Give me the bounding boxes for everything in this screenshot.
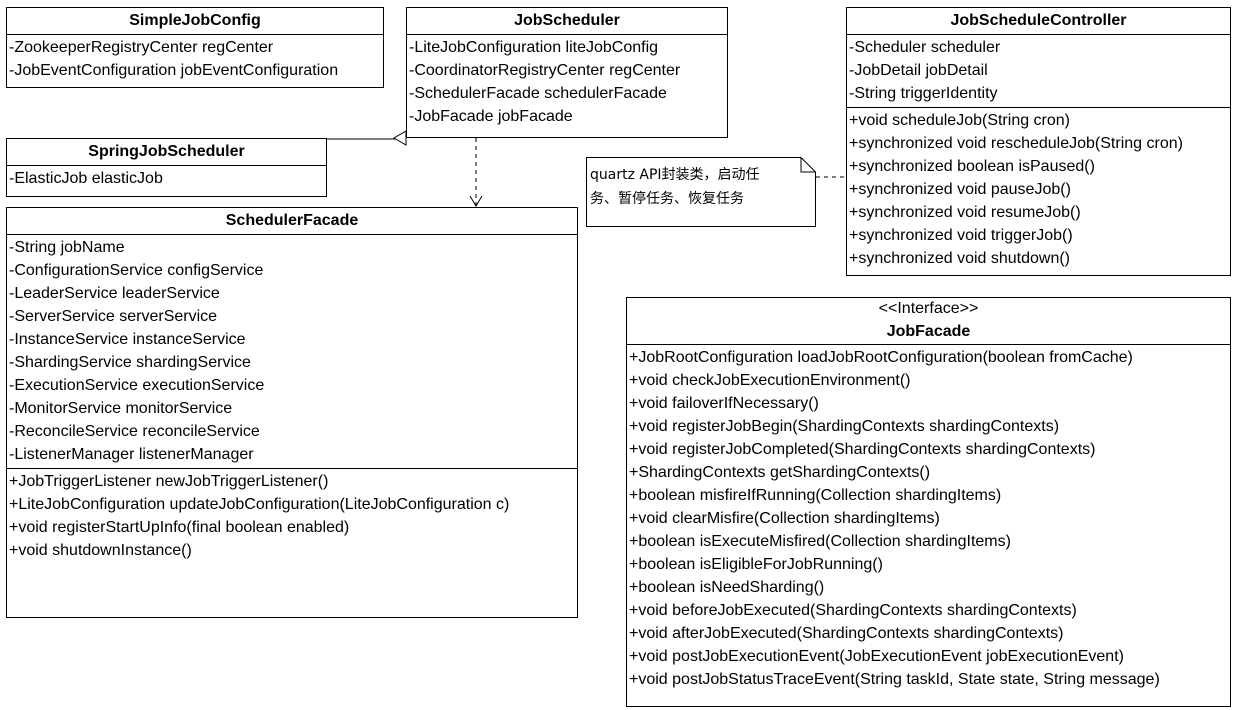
class-scheduler-facade[interactable]: SchedulerFacade -String jobName -Configu… (6, 207, 578, 618)
method: +boolean isEligibleForJobRunning() (629, 556, 883, 573)
method: +ShardingContexts getShardingContexts() (629, 464, 931, 481)
methods-section: +JobTriggerListener newJobTriggerListene… (7, 469, 577, 564)
method: +void registerStartUpInfo(final boolean … (9, 519, 350, 536)
attribute: -Scheduler scheduler (849, 39, 1001, 56)
attribute: -ConfigurationService configService (9, 262, 264, 279)
attribute: -ListenerManager listenerManager (9, 446, 254, 463)
attributes-section: -LiteJobConfiguration liteJobConfig -Coo… (407, 35, 727, 130)
class-title: JobScheduler (407, 8, 727, 35)
attribute: -JobFacade jobFacade (409, 108, 573, 125)
method: +void postJobExecutionEvent(JobExecution… (629, 648, 1124, 665)
attribute: -ShardingService shardingService (9, 354, 251, 371)
methods-section: +JobRootConfiguration loadJobRootConfigu… (627, 345, 1230, 693)
method: +void registerJobCompleted(ShardingConte… (629, 441, 1096, 458)
generalization-arrowhead (393, 130, 407, 146)
method: +synchronized boolean isPaused() (849, 158, 1095, 175)
attribute: -ExecutionService executionService (9, 377, 265, 394)
method: +LiteJobConfiguration updateJobConfigura… (9, 496, 510, 513)
attribute: -ZookeeperRegistryCenter regCenter (9, 39, 274, 56)
attribute: -ElasticJob elasticJob (9, 170, 163, 187)
method: +boolean isExecuteMisfired(Collection sh… (629, 533, 1011, 550)
methods-section: +void scheduleJob(String cron) +synchron… (847, 108, 1230, 272)
attribute: -String jobName (9, 239, 125, 256)
method: +void failoverIfNecessary() (629, 395, 819, 412)
note-shape (586, 157, 816, 227)
attribute: -JobDetail jobDetail (849, 62, 988, 79)
method: +JobTriggerListener newJobTriggerListene… (9, 473, 329, 490)
attribute: -JobEventConfiguration jobEventConfigura… (9, 62, 339, 79)
attributes-section: -ElasticJob elasticJob (7, 166, 326, 192)
attribute: -SchedulerFacade schedulerFacade (409, 85, 667, 102)
attributes-section: -ZookeeperRegistryCenter regCenter -JobE… (7, 35, 383, 84)
class-title: SimpleJobConfig (7, 8, 383, 35)
method: +boolean isNeedSharding() (629, 579, 825, 596)
method: +synchronized void triggerJob() (849, 227, 1073, 244)
class-title: JobScheduleController (847, 8, 1230, 35)
method: +synchronized void rescheduleJob(String … (849, 135, 1183, 152)
class-title: SpringJobScheduler (7, 139, 326, 166)
method: +void afterJobExecuted(ShardingContexts … (629, 625, 1064, 642)
class-job-schedule-controller[interactable]: JobScheduleController -Scheduler schedul… (846, 7, 1231, 276)
method: +synchronized void shutdown() (849, 250, 1071, 267)
stereotype-label: <<Interface>> (878, 300, 979, 317)
attribute: -MonitorService monitorService (9, 400, 233, 417)
attributes-section: -Scheduler scheduler -JobDetail jobDetai… (847, 35, 1230, 108)
method: +void checkJobExecutionEnvironment() (629, 372, 911, 389)
class-title: SchedulerFacade (7, 208, 577, 235)
method: +void clearMisfire(Collection shardingIt… (629, 510, 940, 527)
method: +boolean misfireIfRunning(Collection sha… (629, 487, 1002, 504)
class-spring-job-scheduler[interactable]: SpringJobScheduler -ElasticJob elasticJo… (6, 138, 327, 197)
note-text: quartz API封装类，启动任 务、暂停任务、恢复任务 (590, 163, 790, 211)
method: +synchronized void resumeJob() (849, 204, 1081, 221)
method: +void postJobStatusTraceEvent(String tas… (629, 671, 1160, 688)
class-title: JobFacade (627, 320, 1230, 345)
method: +void registerJobBegin(ShardingContexts … (629, 418, 1060, 435)
method: +JobRootConfiguration loadJobRootConfigu… (629, 349, 1133, 366)
note-line-1: quartz API封装类，启动任 (590, 167, 760, 183)
class-simple-job-config[interactable]: SimpleJobConfig -ZookeeperRegistryCenter… (6, 7, 384, 88)
attribute: -ReconcileService reconcileService (9, 423, 260, 440)
dependency-arrowhead (469, 195, 483, 207)
attribute: -CoordinatorRegistryCenter regCenter (409, 62, 681, 79)
attribute: -String triggerIdentity (849, 85, 998, 102)
attribute: -InstanceService instanceService (9, 331, 246, 348)
method: +void beforeJobExecuted(ShardingContexts… (629, 602, 1077, 619)
note-quartz-api[interactable]: quartz API封装类，启动任 务、暂停任务、恢复任务 (586, 157, 816, 227)
method: +void shutdownInstance() (9, 542, 192, 559)
class-job-scheduler[interactable]: JobScheduler -LiteJobConfiguration liteJ… (406, 7, 728, 138)
note-line-2: 务、暂停任务、恢复任务 (590, 191, 744, 207)
attributes-section: -String jobName -ConfigurationService co… (7, 235, 577, 469)
attribute: -LiteJobConfiguration liteJobConfig (409, 39, 659, 56)
method: +synchronized void pauseJob() (849, 181, 1071, 198)
interface-job-facade[interactable]: <<Interface>> JobFacade +JobRootConfigur… (626, 297, 1231, 707)
attribute: -LeaderService leaderService (9, 285, 220, 302)
method: +void scheduleJob(String cron) (849, 112, 1071, 129)
attribute: -ServerService serverService (9, 308, 218, 325)
